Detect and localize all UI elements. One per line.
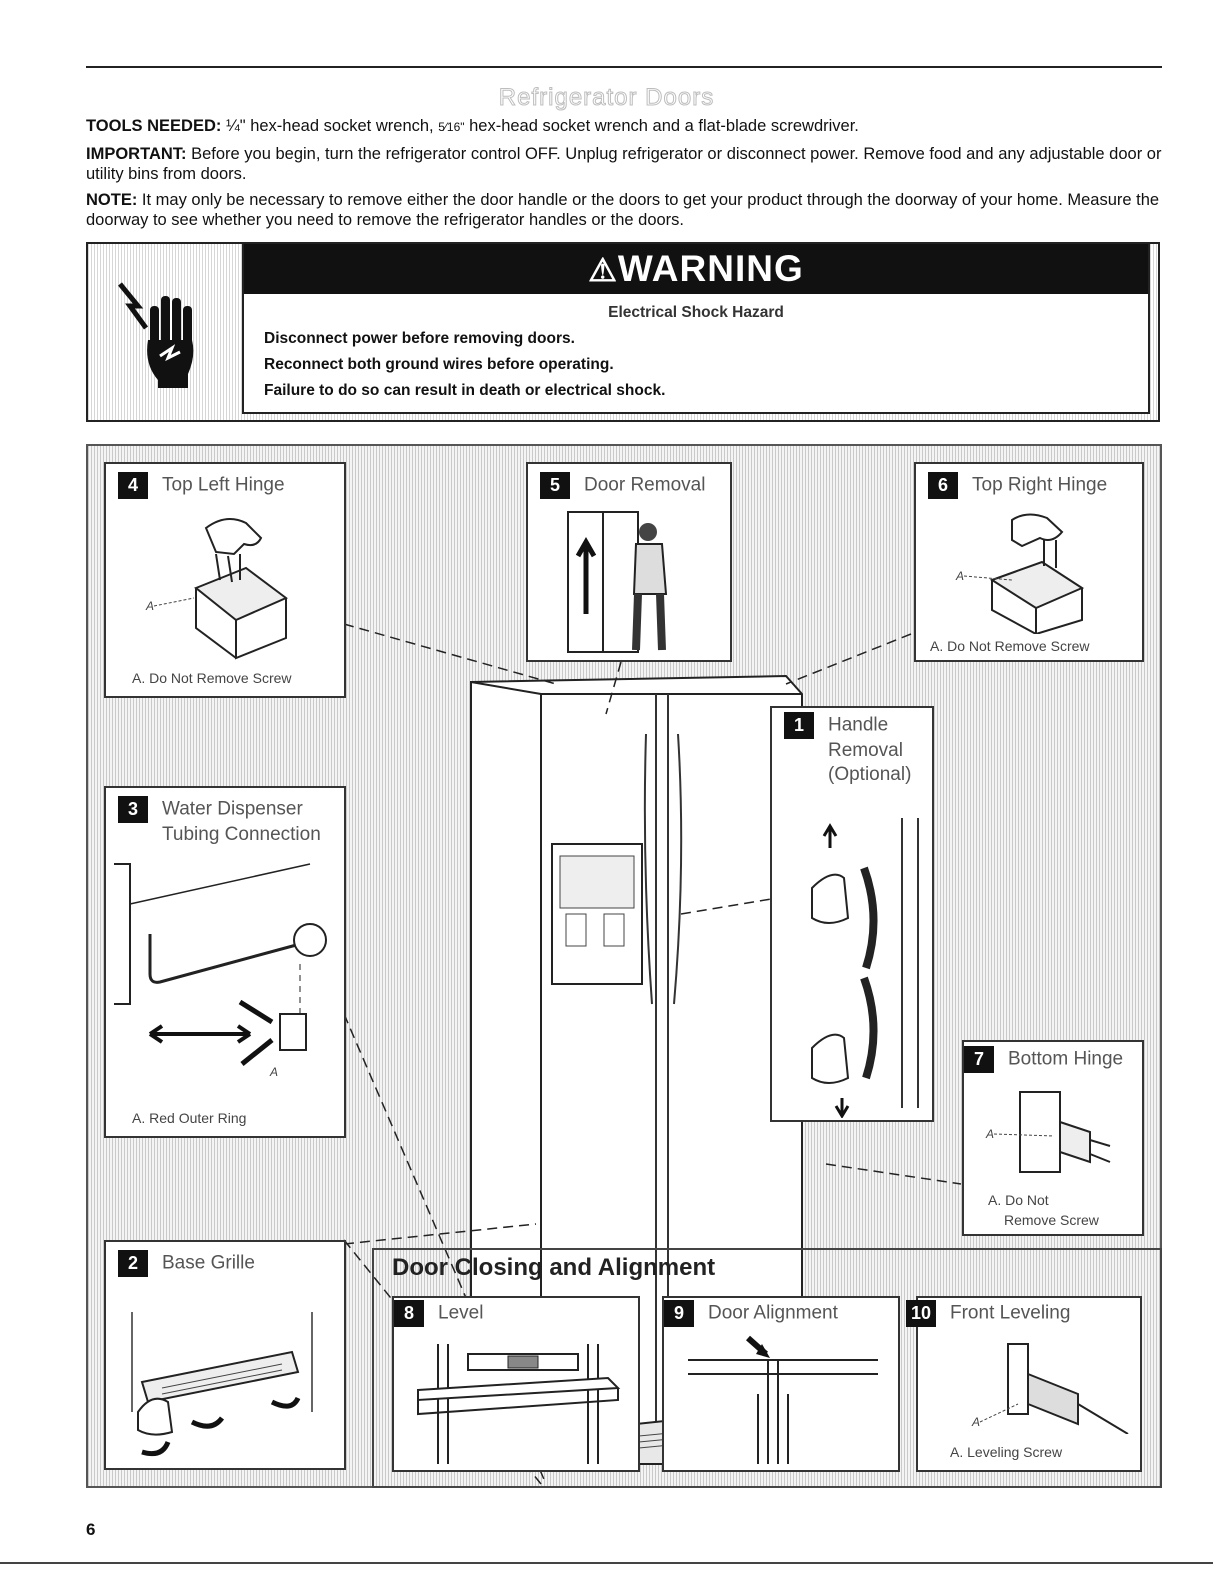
door-alignment-illustration (688, 1335, 878, 1464)
step-number-badge: 1 (784, 712, 814, 739)
panel-title: 2 Base Grille (118, 1250, 255, 1277)
warning-hazard: Electrical Shock Hazard (608, 304, 784, 321)
electric-shock-hand-icon (118, 282, 194, 388)
panel-title-text: Base Grille (162, 1252, 255, 1274)
panel-title-text: Level (438, 1302, 484, 1324)
hinge-illustration: A (955, 513, 1085, 634)
door-closing-section (372, 1248, 1162, 1488)
note-label: NOTE: (86, 191, 138, 209)
step-number-badge: 4 (118, 472, 148, 499)
hinge-illustration: A (985, 1091, 1111, 1173)
panel-caption: A. Red Outer Ring (132, 1110, 247, 1126)
panel-top-right-hinge: 6 Top Right Hinge A A. Do Not Remove Scre… (914, 462, 1144, 662)
panel-title: 3 Water Dispenser Tubing Connection (118, 796, 321, 847)
warning-triangle-icon: ⚠ (588, 252, 618, 288)
panel-title-text: Front Leveling (950, 1302, 1071, 1324)
tools-paragraph: TOOLS NEEDED: ¼" hex-head socket wrench,… (86, 116, 1166, 137)
tubing-illustration: A (114, 863, 327, 1079)
important-paragraph: IMPORTANT: Before you begin, turn the re… (86, 144, 1166, 184)
tools-fraction: 5⁄16" (438, 120, 465, 134)
panel-door-alignment: 9 Door Alignment (662, 1296, 900, 1472)
callout-label: A (985, 1127, 994, 1141)
step-number-badge: 6 (928, 472, 958, 499)
warning-line-3: Failure to do so can result in death or … (264, 382, 666, 399)
step-number-badge: 7 (964, 1046, 994, 1073)
panel-title: 8 Level (394, 1300, 483, 1327)
step-number-badge: 5 (540, 472, 570, 499)
panel-title: 4 Top Left Hinge (118, 472, 285, 499)
level-illustration (417, 1344, 621, 1464)
warning-content: ⚠WARNING Electrical Shock Hazard Disconn… (242, 244, 1150, 414)
panel-title-text: Bottom Hinge (1008, 1048, 1124, 1070)
note-paragraph: NOTE: It may only be necessary to remove… (86, 190, 1166, 230)
panel-caption: A. Do Not Remove Screw (930, 638, 1090, 654)
tools-quarter: ¼" (225, 117, 246, 135)
step-number-badge: 3 (118, 796, 148, 823)
panel-bottom-hinge: 7 Bottom Hinge A A. Do Not Remove Screw (962, 1040, 1144, 1236)
panel-water-dispenser-tubing: 3 Water Dispenser Tubing Connection A A. … (104, 786, 346, 1138)
panel-title-text-l1: Handle (828, 714, 889, 736)
door-removal-illustration (567, 511, 668, 653)
warning-line-1: Disconnect power before removing doors. (264, 330, 575, 347)
panel-level: 8 Level (392, 1296, 640, 1472)
callout-label: A (971, 1415, 980, 1429)
panel-caption-l2: Remove Screw (1004, 1212, 1099, 1228)
section-title: Door Closing and Alignment (392, 1254, 716, 1281)
panel-title-text: Top Right Hinge (972, 474, 1108, 496)
top-rule (86, 66, 1162, 68)
tools-label: TOOLS NEEDED: (86, 117, 222, 135)
front-leveling-illustration: A (971, 1343, 1129, 1434)
important-text: Before you begin, turn the refrigerator … (86, 145, 1162, 183)
panel-title: 1 Handle Removal (Optional) (784, 712, 911, 787)
panel-caption: A. Leveling Screw (950, 1444, 1063, 1460)
hinge-illustration: A (145, 518, 288, 660)
panel-title-text: Door Removal (584, 474, 706, 496)
callout-label: A (145, 599, 154, 613)
handle-removal-illustration (811, 818, 919, 1118)
step-number-badge: 9 (664, 1300, 694, 1327)
panel-title-text-l2: Removal (828, 740, 903, 761)
panel-caption-l1: A. Do Not (988, 1192, 1049, 1208)
base-grille-illustration (131, 1312, 313, 1457)
panel-title-text-l2: Tubing Connection (162, 824, 321, 845)
note-text: It may only be necessary to remove eithe… (86, 191, 1160, 229)
panel-title-text: Door Alignment (708, 1302, 838, 1324)
warning-header-text: WARNING (617, 248, 804, 289)
panel-base-grille: 2 Base Grille (104, 1240, 346, 1470)
important-label: IMPORTANT: (86, 145, 187, 163)
panel-title: 9 Door Alignment (664, 1300, 838, 1327)
tools-mid: hex-head socket wrench, (245, 117, 439, 135)
step-number-badge: 8 (394, 1300, 424, 1327)
callout-label: A (269, 1065, 278, 1079)
warning-line-2: Reconnect both ground wires before opera… (264, 356, 614, 373)
bottom-rule (0, 1562, 1213, 1564)
panel-title: 5 Door Removal (540, 472, 705, 499)
panel-title: 10 Front Leveling (906, 1300, 1070, 1327)
panel-door-removal: 5 Door Removal (526, 462, 732, 662)
panel-title-text: Top Left Hinge (162, 474, 285, 496)
tools-end: hex-head socket wrench and a flat-blade … (464, 117, 859, 135)
warning-header: ⚠WARNING (244, 244, 1148, 294)
panel-title-text-l3: (Optional) (828, 764, 912, 785)
step-number-badge: 10 (906, 1300, 936, 1327)
panel-front-leveling: 10 Front Leveling A A. Leveling Screw (906, 1296, 1142, 1472)
page-number: 6 (86, 1520, 96, 1539)
warning-box: ⚠WARNING Electrical Shock Hazard Disconn… (86, 242, 1160, 422)
page-title: Refrigerator Doors (498, 84, 715, 112)
panel-handle-removal: 1 Handle Removal (Optional) (770, 706, 934, 1122)
panel-title-text-l1: Water Dispenser (162, 798, 303, 820)
shock-icon-cell (88, 244, 242, 420)
panel-caption: A. Do Not Remove Screw (132, 670, 292, 686)
panel-title: 7 Bottom Hinge (964, 1046, 1123, 1073)
callout-label: A (955, 569, 964, 583)
step-number-badge: 2 (118, 1250, 148, 1277)
panel-title: 6 Top Right Hinge (928, 472, 1107, 499)
panel-top-left-hinge: 4 Top Left Hinge A A. Do Not Remove Screw (104, 462, 346, 698)
